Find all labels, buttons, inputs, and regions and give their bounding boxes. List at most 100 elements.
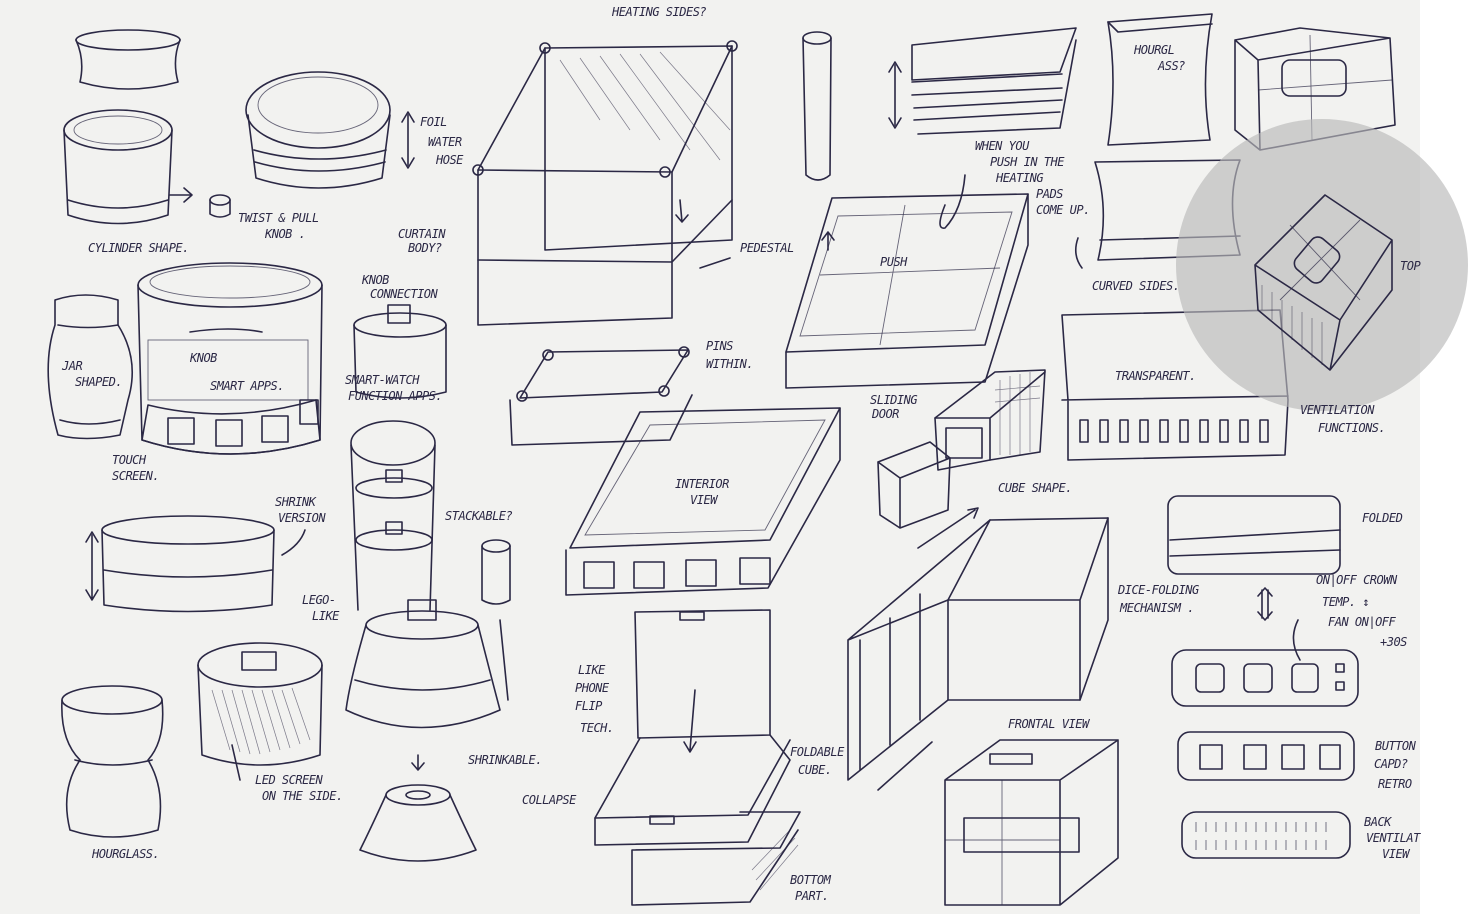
sketch-frontal-view	[944, 739, 1119, 906]
label-like-phone-2: PHONE	[575, 681, 610, 695]
label-when-3: HEATING	[995, 171, 1043, 185]
label-sliding: SLIDING	[870, 393, 917, 407]
sketch-push-box	[785, 174, 1029, 389]
label-shrink: SHRINK	[275, 495, 317, 509]
label-interior: INTERIOR	[675, 477, 729, 491]
label-retro: RETRO	[1378, 777, 1412, 791]
sketch-knob-connection	[353, 304, 447, 399]
label-jar: JAR	[61, 359, 82, 373]
label-like-phone-4: TECH.	[580, 721, 614, 735]
sketch-folded	[1167, 495, 1341, 621]
label-like-phone-3: FLIP	[575, 699, 603, 713]
sketch-lego-base	[345, 599, 501, 729]
label-transparent: TRANSPARENT.	[1115, 369, 1196, 383]
sketch-back-vent	[1181, 811, 1351, 859]
sketch-hourglass	[61, 685, 164, 838]
label-stackable: STACKABLE?	[445, 509, 513, 523]
label-curved-sides: CURVED SIDES.	[1092, 279, 1179, 293]
label-twist-pull: TWIST & PULL	[238, 211, 319, 225]
label-when-2: PUSH IN THE	[990, 155, 1065, 169]
label-door: DOOR	[871, 407, 899, 421]
label-foil: FOIL	[420, 115, 447, 129]
label-led-screen-1: LED SCREEN	[255, 773, 324, 787]
label-knob-connection-1: KNOB	[361, 273, 389, 287]
label-within: WITHIN.	[706, 357, 753, 371]
sketch-cube-shape	[877, 369, 1046, 529]
sketch-foldable-cube	[847, 507, 1109, 791]
label-folded: FOLDED	[1362, 511, 1403, 525]
label-button: BUTTON	[1375, 739, 1417, 753]
sketch-shrink-version	[85, 515, 306, 613]
label-hourglass-q-1: HOURGL	[1133, 43, 1175, 57]
label-twist-knob: KNOB .	[264, 227, 305, 241]
cursor-highlight: TOP VENTILATION FUNCTIONS.	[1176, 119, 1468, 435]
label-part: PART.	[795, 889, 829, 903]
label-heating-sides: HEATING SIDES?	[611, 5, 706, 19]
label-hourglass-q-2: ASS?	[1157, 59, 1185, 73]
sketch-jar	[47, 294, 134, 440]
label-pins: PINS	[706, 339, 733, 353]
sketch-small-cylinder-top	[75, 29, 181, 90]
sketch-collapsed-base	[359, 754, 477, 862]
label-touch: TOUCH	[112, 453, 147, 467]
label-lego: LEGO-	[302, 593, 336, 607]
sketch-heating-canister	[245, 71, 415, 189]
label-mechanism: MECHANISM .	[1119, 601, 1194, 615]
label-bottom: BOTTOM	[790, 873, 832, 887]
label-knob-connection-2: CONNECTION	[370, 287, 439, 301]
label-ventilation: VENTILATION	[1300, 403, 1375, 417]
label-foldable: FOLDABLE	[790, 745, 845, 759]
sketch-led-canister	[197, 642, 323, 781]
label-capd: CAPD?	[1374, 757, 1408, 771]
label-smart-watch-2: FUNCTION APPS.	[348, 389, 442, 403]
label-smart-watch-1: SMART-WATCH	[345, 373, 420, 387]
label-ventilat: VENTILAT	[1366, 831, 1421, 845]
label-when-5: COME UP.	[1036, 203, 1090, 217]
label-top: TOP	[1400, 259, 1421, 273]
label-cylinder-shape: CYLINDER SHAPE.	[88, 241, 189, 255]
label-when-4: PADS	[1036, 187, 1063, 201]
label-view-back: VIEW	[1382, 847, 1411, 861]
label-led-screen-2: ON THE SIDE.	[262, 789, 343, 803]
sketch-flip-cube	[594, 609, 801, 906]
sketch-heating-box	[472, 40, 738, 326]
sketch-pillar	[802, 31, 832, 181]
label-curtain: CURTAIN	[398, 227, 446, 241]
label-water: WATER	[428, 135, 462, 149]
sketch-interior-view	[565, 407, 841, 596]
label-cube: CUBE.	[798, 763, 832, 777]
sketch-heating-pads	[888, 27, 1077, 135]
label-knob: KNOB	[189, 351, 217, 365]
label-back: BACK	[1364, 815, 1392, 829]
label-30s: +30S	[1380, 635, 1407, 649]
label-when-1: WHEN YOU	[975, 139, 1030, 153]
sketch-stackable-tower	[350, 420, 511, 701]
sketch-smart-canister	[137, 262, 323, 455]
label-view: VIEW	[690, 493, 719, 507]
label-fan: FAN ON|OFF	[1328, 615, 1397, 629]
label-dice-folding: DICE-FOLDING	[1117, 583, 1199, 597]
label-temp: TEMP. ↕	[1322, 595, 1369, 609]
label-version: VERSION	[278, 511, 326, 525]
label-hourglass: HOURGLASS.	[91, 847, 159, 861]
label-like: LIKE	[312, 609, 340, 623]
annotations: HEATING SIDES? FOIL WATER HOSE CYLINDER …	[61, 5, 1422, 903]
sketch-hourglass-q	[1107, 13, 1213, 146]
sketch-button-panel	[1177, 731, 1355, 781]
label-cube-shape: CUBE SHAPE.	[998, 481, 1072, 495]
label-collapse: COLLAPSE	[522, 793, 577, 807]
label-like-phone-1: LIKE	[578, 663, 606, 677]
sketch-control-panel	[1171, 619, 1359, 707]
sketch-cylinder-shape	[63, 109, 231, 225]
label-frontal-view: FRONTAL VIEW	[1008, 717, 1091, 731]
label-hose: HOSE	[435, 153, 464, 167]
label-screen: SCREEN.	[112, 469, 159, 483]
label-functions: FUNCTIONS.	[1318, 421, 1385, 435]
label-push: PUSH	[880, 255, 908, 269]
label-shrinkable: SHRINKABLE.	[468, 753, 542, 767]
label-onoff-crown: ON|OFF CROWN	[1316, 573, 1398, 587]
sketch-pin-base	[509, 346, 693, 446]
label-shaped: SHAPED.	[75, 375, 122, 389]
